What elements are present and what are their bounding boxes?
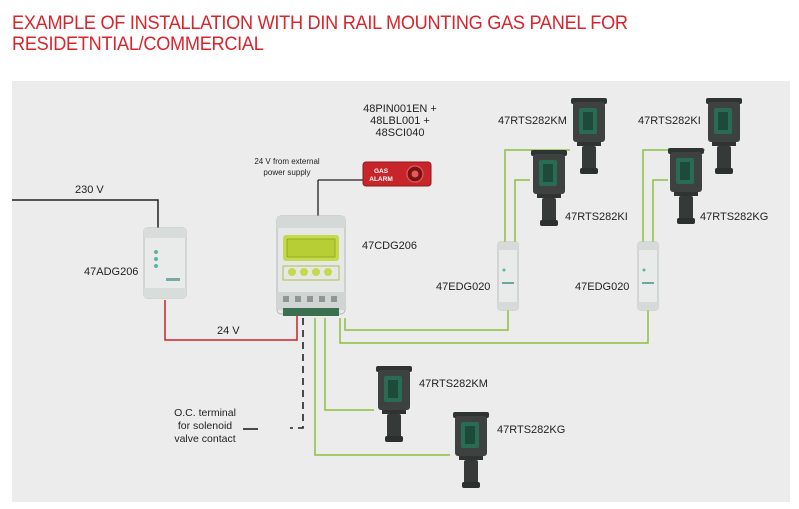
label-alarm-code-3: 48SCI040 (376, 127, 425, 139)
label-oc-terminal-2: for solenoid (178, 420, 232, 432)
bus-wire-expander-left (344, 310, 509, 331)
wire-tl-det-b (514, 179, 530, 245)
power-supply-module (143, 227, 187, 299)
control-panel-module (276, 215, 346, 316)
expander-left (497, 241, 519, 311)
wire-tr-det-b (652, 179, 668, 245)
mains-wire (12, 199, 159, 228)
label-oc-terminal-3: valve contact (174, 433, 235, 445)
detector-top-left-a (571, 98, 607, 174)
label-det-top-left-b: 47RTS282KI (565, 211, 628, 223)
solenoid-dashed-wire (290, 318, 304, 429)
wiring (12, 149, 705, 456)
detector-top-right-b (668, 148, 704, 224)
label-alarm-code-2: 48LBL001 + (370, 115, 430, 127)
label-det-top-right-a: 47RTS282KI (638, 115, 701, 127)
expander-right (637, 241, 659, 311)
label-det-bottom-a: 47RTS282KM (419, 378, 488, 390)
label-det-top-right-b: 47RTS282KG (700, 211, 768, 223)
diagram-labels: 230 V 24 V 47ADG206 47CDG206 24 V from e… (75, 103, 768, 445)
label-expander-left: 47EDG020 (436, 281, 490, 293)
label-alarm-code-1: 48PIN001EN + (363, 103, 437, 115)
gas-alarm-sign: GAS ALARM (362, 161, 432, 187)
label-external-supply-1: 24 V from external (254, 157, 320, 166)
alarm-text-alarm: ALARM (369, 176, 392, 183)
page-title: EXAMPLE OF INSTALLATION WITH DIN RAIL MO… (12, 13, 719, 55)
label-external-supply-2: power supply (263, 168, 310, 177)
supply-wire-24v (164, 300, 298, 341)
detector-top-right-a (706, 98, 742, 174)
label-det-bottom-b: 47RTS282KG (497, 424, 565, 436)
bus-wire-bottom-det-b (314, 318, 450, 456)
alarm-text-gas: GAS (374, 168, 389, 175)
detector-top-left-b (531, 150, 567, 226)
label-power-supply: 47ADG206 (84, 266, 138, 278)
bus-wire-expander-right (339, 310, 649, 344)
detector-bottom-a (376, 366, 412, 442)
label-det-top-left-a: 47RTS282KM (498, 115, 567, 127)
title-line-1: EXAMPLE OF INSTALLATION WITH DIN RAIL MO… (12, 12, 628, 34)
label-expander-right: 47EDG020 (575, 281, 629, 293)
title-line-2: RESIDETNTIAL/COMMERCIAL (12, 33, 264, 55)
bus-wire-bottom-det-a (324, 318, 374, 411)
label-control-panel: 47CDG206 (362, 240, 417, 252)
label-mains: 230 V (75, 184, 104, 196)
detector-bottom-b (453, 412, 489, 488)
label-oc-terminal-1: O.C. terminal (174, 407, 236, 419)
label-24v: 24 V (217, 325, 240, 337)
